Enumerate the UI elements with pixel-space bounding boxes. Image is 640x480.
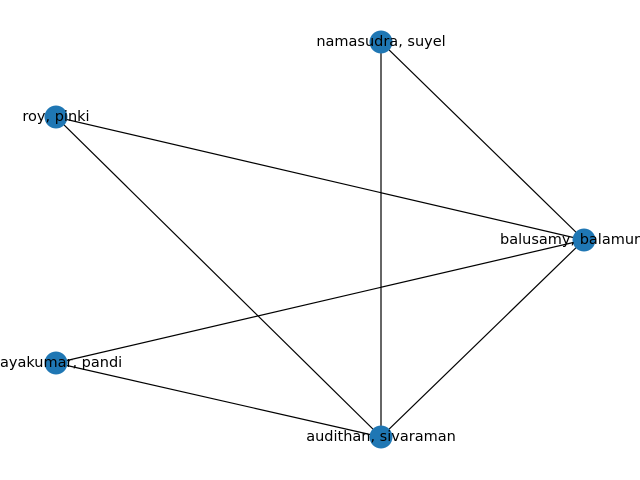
node-vijayakumar [44, 351, 68, 375]
edge-roy-balusamy [55, 116, 585, 241]
node-namasudra [369, 30, 393, 54]
node-label-audithan: audithan, sivaraman [306, 429, 456, 445]
edge-roy-audithan [55, 116, 382, 438]
labels-layer: namasudra, suyel roy, pinki balusamy, bala… [0, 34, 640, 445]
edge-vijayakumar-audithan [55, 362, 382, 438]
node-label-roy: roy, pinki [22, 109, 89, 125]
node-label-balusamy: balusamy, balamur [500, 232, 640, 248]
node-balusamy [572, 228, 596, 252]
node-audithan [369, 425, 393, 449]
edges-layer [55, 41, 585, 438]
edge-balusamy-vijayakumar [55, 239, 585, 364]
edge-namasudra-balusamy [380, 41, 585, 241]
edge-balusamy-audithan [380, 239, 585, 438]
node-roy [44, 105, 68, 129]
node-label-vijayakumar: ayakumar, pandi [0, 355, 122, 371]
nodes-layer [44, 30, 596, 449]
node-label-namasudra: namasudra, suyel [316, 34, 445, 50]
